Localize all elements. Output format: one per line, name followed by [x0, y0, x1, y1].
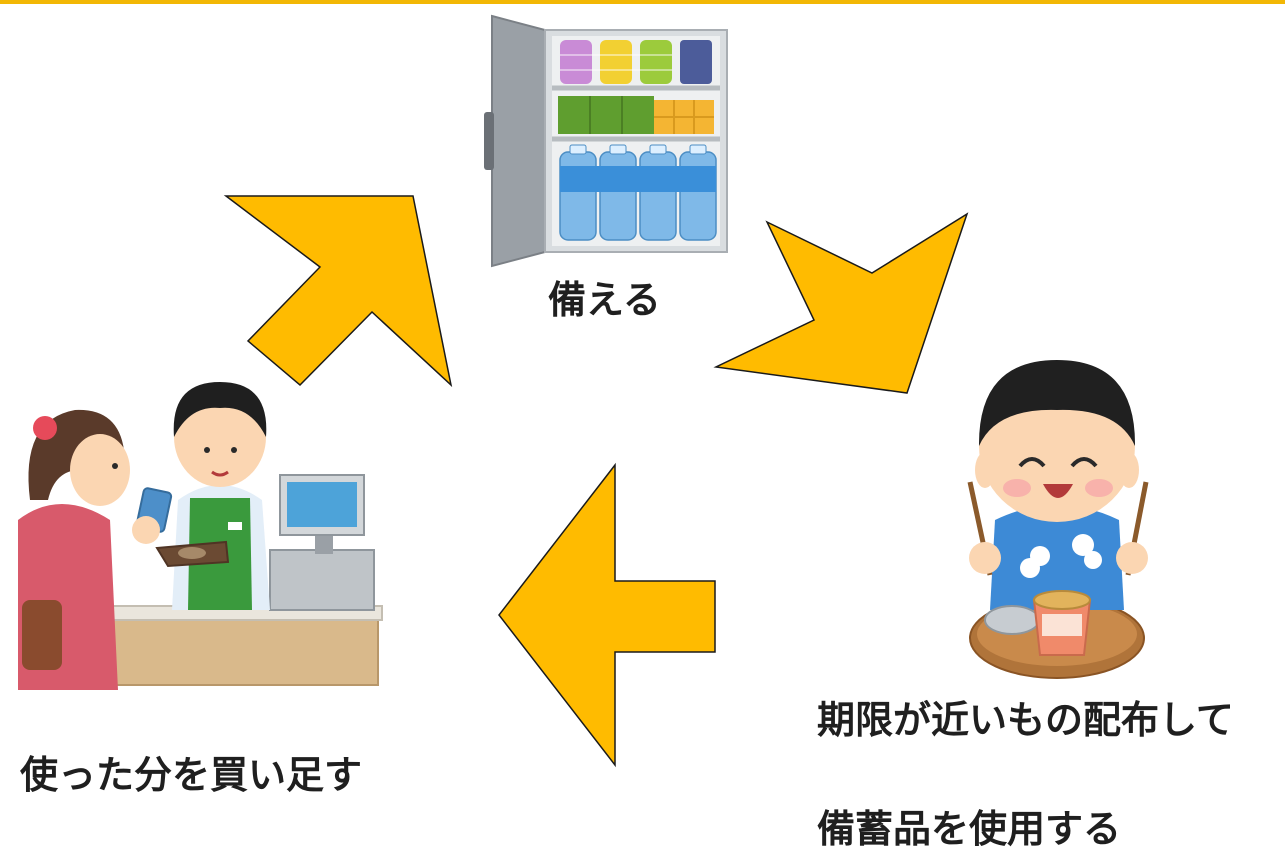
step-label-distribute-line2: 備蓄品を使用する	[817, 807, 1122, 851]
arrow-to-stock	[223, 195, 453, 388]
arrow-to-restock	[498, 462, 716, 768]
step-label-restock: 使った分を買い足す	[20, 753, 363, 797]
step-label-distribute-line1: 期限が近いもの配布して	[817, 698, 1234, 742]
boy-eating-icon	[967, 360, 1149, 679]
stocked-shelf-icon	[484, 14, 728, 268]
top-accent-bar	[0, 0, 1285, 4]
arrow-to-distribute	[713, 212, 969, 394]
shop-checkout-icon	[18, 382, 383, 690]
step-label-stock: 備える	[548, 278, 661, 322]
